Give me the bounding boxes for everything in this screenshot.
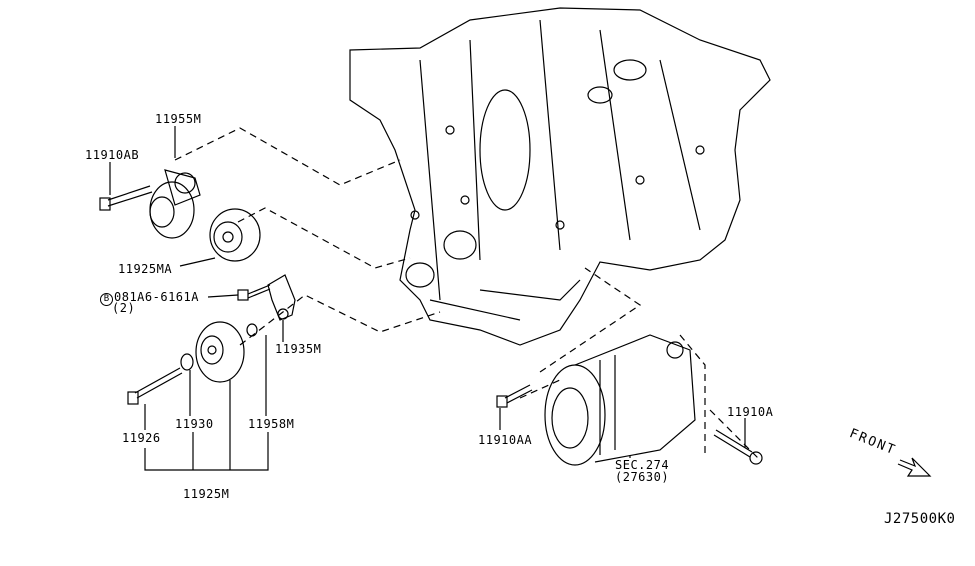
label-11926: 11926 <box>122 431 161 445</box>
engine-block <box>349 7 771 346</box>
label-11910ab: 11910AB <box>85 148 140 162</box>
bolt-11910ab <box>99 185 153 211</box>
label-sec-274: SEC.274 <box>615 458 670 472</box>
front-arrow-icon <box>897 457 932 477</box>
bolt-spec-number: 081A6-6161A <box>114 290 199 304</box>
label-11910a: 11910A <box>727 405 774 419</box>
label-11935m: 11935M <box>275 342 322 356</box>
idler-pulley-ma <box>209 208 261 262</box>
dashed-leaders <box>174 127 761 461</box>
diagram-code: J27500K0 <box>884 511 956 527</box>
leader-lines <box>109 126 746 471</box>
label-11925ma: 11925MA <box>118 262 173 276</box>
idler-pulley-assy <box>127 321 245 405</box>
tensioner-pulley <box>149 169 201 239</box>
label-11958m: 11958M <box>248 417 295 431</box>
ac-compressor <box>496 334 763 466</box>
label-11930: 11930 <box>175 417 214 431</box>
label-27630: (27630) <box>615 470 670 484</box>
bracket-11935m <box>237 274 296 337</box>
bolt-symbol-icon: B <box>100 293 113 306</box>
label-11955m: 11955M <box>155 112 202 126</box>
label-11925m: 11925M <box>183 487 230 501</box>
label-bolt-qty: (2) <box>112 301 136 315</box>
label-11910aa: 11910AA <box>478 433 533 447</box>
